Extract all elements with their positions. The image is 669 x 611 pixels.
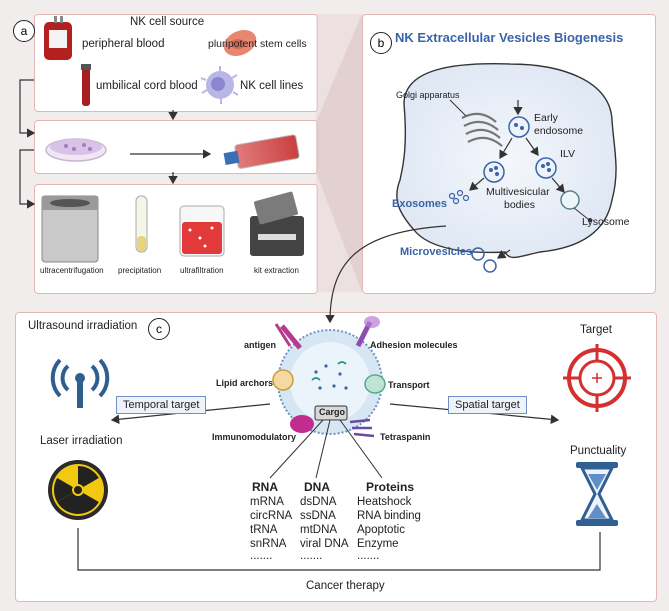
protein-item: Heatshock (357, 496, 412, 508)
panel-a-source-box (34, 14, 318, 112)
protein-item: RNA binding (357, 510, 421, 522)
immunomodulatory-label: Immunomodulatory (212, 432, 297, 442)
panel-a-badge: a (13, 20, 35, 42)
target-icon (563, 344, 631, 412)
punctuality-label: Punctuality (570, 445, 627, 457)
pluripotent-stem-cells-label: pluripotent stem cells (208, 38, 307, 50)
mvb-label-1: Multivesicular (486, 186, 550, 198)
nk-cell-lines-label: NK cell lines (240, 80, 304, 92)
ultrasound-label: Ultrasound irradiation (28, 320, 138, 332)
blood-bag-icon (44, 16, 72, 60)
nk-cell-source-title: NK cell source (130, 16, 205, 28)
protein-item: Enzyme (357, 538, 399, 550)
lipid-label: Lipid archors (216, 378, 274, 388)
rna-title: RNA (252, 480, 278, 494)
peripheral-blood-label: peripheral blood (82, 38, 165, 50)
laser-label: Laser irradiation (40, 435, 123, 447)
ilv-label: ILV (560, 148, 575, 160)
transport-label: Transport (388, 380, 430, 390)
panel-b-title: NK Extracellular Vesicles Biogenesis (395, 30, 624, 45)
ultrafiltration-label: ultrafiltration (180, 266, 224, 275)
dna-item: ....... (300, 550, 323, 562)
rna-item: mRNA (250, 496, 284, 508)
radiation-icon (48, 460, 108, 520)
protein-item: ....... (357, 550, 380, 562)
rna-item: circRNA (250, 510, 293, 522)
temporal-target-box: Temporal target (116, 396, 207, 414)
dna-item: mtDNA (300, 524, 338, 536)
golgi-label: Golgi apparatus (396, 90, 460, 100)
antigen-label: antigen (244, 340, 277, 350)
umbilical-cord-blood-label: umbilical cord blood (96, 80, 198, 92)
cancer-therapy-label: Cancer therapy (306, 580, 385, 592)
rna-item: snRNA (250, 538, 287, 550)
lysosome-label: Lysosome (582, 216, 630, 228)
proteins-title: Proteins (366, 480, 415, 494)
microvesicles-label: Microvesicles (400, 246, 473, 258)
rna-item: ....... (250, 550, 273, 562)
dna-item: ssDNA (300, 510, 336, 522)
exosomes-label: Exosomes (392, 198, 448, 210)
dna-item: viral DNA (300, 538, 349, 550)
kit-extraction-label: kit extraction (254, 266, 299, 275)
ultracentrifugation-label: ultracentrifugation (40, 266, 104, 275)
mvb-label-2: bodies (504, 199, 535, 211)
protein-item: Apoptotic (357, 524, 405, 536)
panel-b-badge: b (370, 32, 392, 54)
rna-item: tRNA (250, 524, 278, 536)
adhesion-label: Adhesion molecules (370, 340, 458, 350)
cargo-label: Cargo (319, 407, 346, 417)
dna-title: DNA (304, 480, 330, 494)
target-label: Target (580, 324, 612, 336)
precipitation-label: precipitation (118, 266, 162, 275)
panel-c-badge: c (148, 318, 170, 340)
tetraspanin-label: Tetraspanin (380, 432, 431, 442)
early-endosome-label-1: Early (534, 112, 558, 124)
early-endosome-label-2: endosome (534, 125, 584, 137)
ultrasound-antenna-icon (50, 358, 110, 398)
hourglass-icon (576, 462, 618, 526)
dna-item: dsDNA (300, 496, 337, 508)
spatial-target-box: Spatial target (448, 396, 527, 414)
